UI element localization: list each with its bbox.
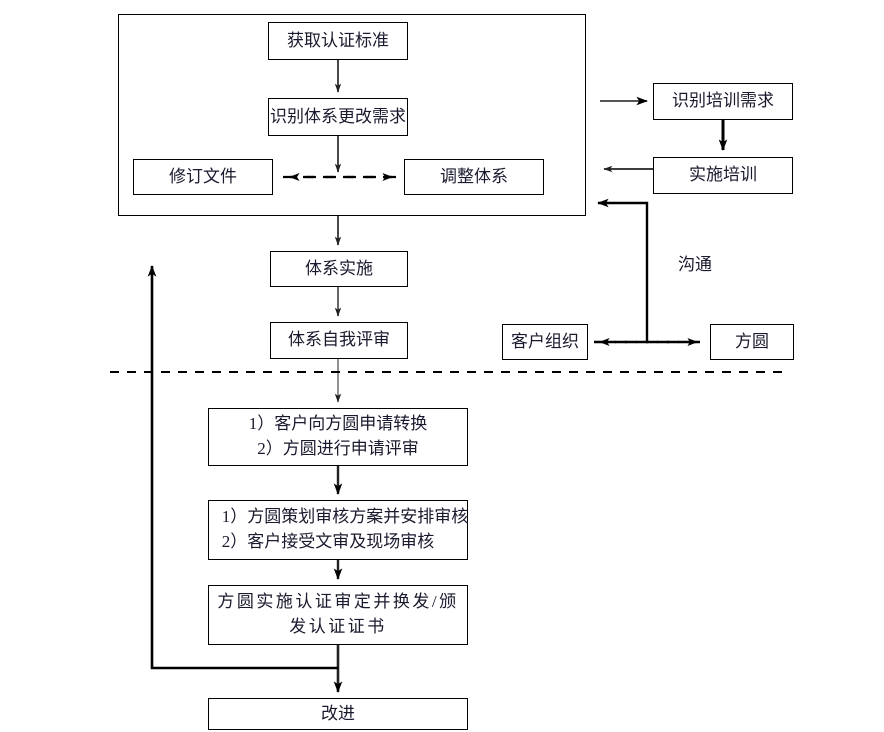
node-label: 体系自我评审	[288, 330, 390, 350]
system-maintenance-group	[118, 14, 586, 216]
node-label: 改进	[321, 703, 355, 723]
node-label-line-2: 发认证证书	[289, 617, 387, 636]
node-label: 方圆	[735, 331, 769, 351]
node-label: 识别体系更改需求	[270, 106, 406, 126]
node-label: 客户组织	[511, 331, 579, 351]
node-obtain-certification-standard[interactable]: 获取认证标准	[268, 22, 408, 60]
node-identify-system-change-needs[interactable]: 识别体系更改需求	[268, 98, 408, 136]
node-system-self-assessment[interactable]: 体系自我评审	[270, 322, 408, 359]
node-customer-organization[interactable]: 客户组织	[502, 324, 588, 360]
node-system-implementation[interactable]: 体系实施	[270, 251, 408, 287]
node-label-line-1: 1）客户向方圆申请转换	[248, 414, 428, 434]
node-fangyuan[interactable]: 方圆	[710, 324, 794, 360]
node-label-line-2: 2）客户接受文审及现场审核	[221, 532, 435, 551]
connector-improvement-feedback-loop	[147, 265, 338, 670]
node-label: 修订文件	[169, 166, 237, 186]
node-label: 调整体系	[440, 166, 508, 186]
node-conduct-training[interactable]: 实施培训	[653, 157, 793, 194]
node-application-and-review[interactable]: 1）客户向方圆申请转换 2）方圆进行申请评审	[208, 408, 468, 466]
node-identify-training-needs[interactable]: 识别培训需求	[653, 83, 793, 120]
node-revise-documents[interactable]: 修订文件	[133, 159, 273, 195]
node-certification-decision-and-issue[interactable]: 方圆实施认证审定并换发/颁 发认证证书	[208, 585, 468, 645]
node-label: 体系实施	[305, 258, 373, 278]
node-label: 获取认证标准	[287, 30, 389, 50]
node-label-line-1: 1）方圆策划审核方案并安排审核	[221, 507, 469, 527]
connector-communication-to-group	[597, 198, 649, 342]
node-label: 实施培训	[689, 165, 757, 185]
node-label-line-1: 方圆实施认证审定并换发/颁	[217, 592, 459, 612]
node-label-line-2: 2）方圆进行申请评审	[257, 439, 419, 458]
node-audit-planning-and-onsite[interactable]: 1）方圆策划审核方案并安排审核 2）客户接受文审及现场审核	[208, 500, 468, 560]
node-improvement[interactable]: 改进	[208, 698, 468, 730]
communication-label: 沟通	[678, 255, 712, 274]
node-label: 识别培训需求	[672, 91, 774, 111]
node-adjust-system[interactable]: 调整体系	[404, 159, 544, 195]
